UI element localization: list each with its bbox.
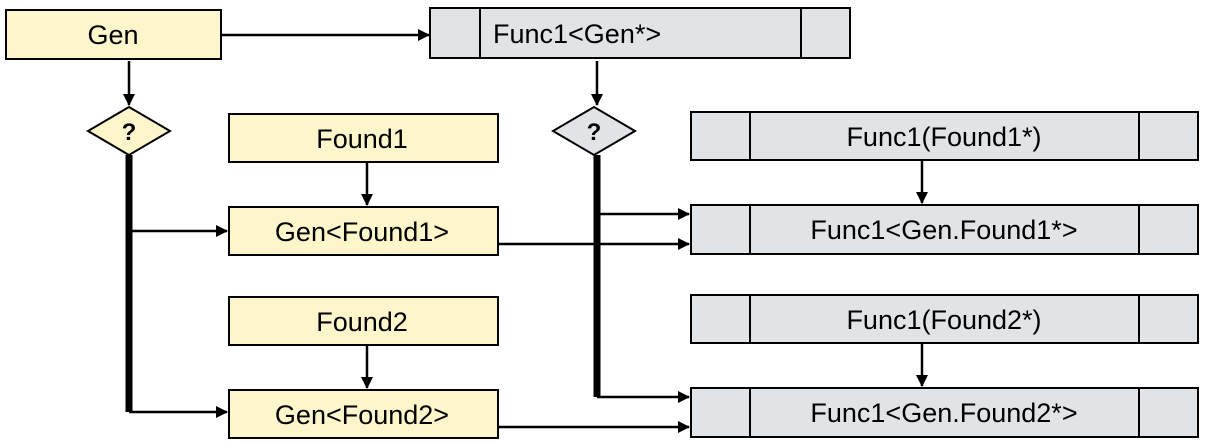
node-gen-found1: Gen<Found1> <box>228 206 499 256</box>
node-func1-gen-found1: Func1<Gen.Found1*> <box>690 204 1199 255</box>
node-decision-left-label: ? <box>122 119 137 146</box>
node-gen-found2: Gen<Found2> <box>228 389 499 439</box>
node-found1: Found1 <box>228 113 499 163</box>
node-func1-found2: Func1(Found2*) <box>690 294 1199 344</box>
node-func1-found1-label: Func1(Found1*) <box>846 122 1041 152</box>
node-found2-label: Found2 <box>316 307 408 337</box>
node-decision-left: ? <box>86 105 172 157</box>
node-func1-found1: Func1(Found1*) <box>690 111 1199 161</box>
node-gen: Gen <box>5 9 222 60</box>
node-func1-found2-label: Func1(Found2*) <box>846 305 1041 335</box>
node-decision-right: ? <box>551 105 637 157</box>
node-gen-found1-label: Gen<Found1> <box>275 217 449 247</box>
node-func1-gen-found2-label: Func1<Gen.Found2*> <box>810 398 1077 428</box>
node-func1-gen: Func1<Gen*> <box>429 7 851 59</box>
node-func1-gen-label: Func1<Gen*> <box>493 19 661 49</box>
node-found1-label: Found1 <box>316 124 408 154</box>
node-found2: Found2 <box>228 296 499 346</box>
edges <box>123 29 928 433</box>
node-func1-gen-found1-label: Func1<Gen.Found1*> <box>810 215 1077 245</box>
node-decision-right-label: ? <box>587 119 602 146</box>
node-gen-found2-label: Gen<Found2> <box>275 400 449 430</box>
node-gen-label: Gen <box>87 20 138 50</box>
node-func1-gen-found2: Func1<Gen.Found2*> <box>690 387 1199 438</box>
